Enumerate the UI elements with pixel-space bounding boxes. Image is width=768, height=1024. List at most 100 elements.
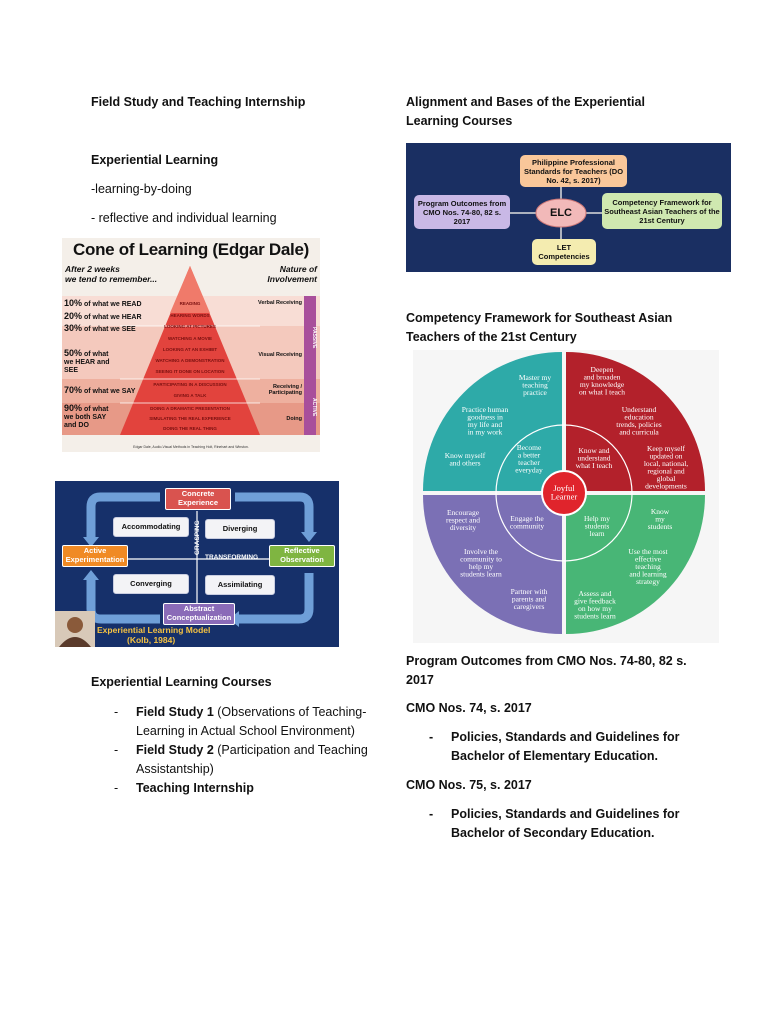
cone-left-header-line: we tend to remember... <box>65 274 158 284</box>
elc-competency-framework-node: Competency Framework for Southeast Asian… <box>602 193 722 229</box>
elc-program-outcomes-node: Program Outcomes from CMO Nos. 74-80, 82… <box>414 195 510 229</box>
cmo75-item-line: Bachelor of Secondary Education. <box>451 826 655 840</box>
cone-right-header: Nature of Involvement <box>267 264 317 284</box>
cone-nature: Doing <box>286 416 302 422</box>
course-name: Field Study 2 <box>136 743 214 757</box>
quadrant-teal <box>423 352 562 491</box>
alignment-title-line: Learning Courses <box>406 114 513 128</box>
course-detail: Learning in Actual School Environment) <box>136 724 355 738</box>
cone-triangle <box>120 266 316 435</box>
cmo74-item: Policies, Standards and Guidelines for B… <box>451 728 680 766</box>
abstract-conceptualization-box: Abstract Conceptualization <box>163 603 235 625</box>
alignment-title-line: Alignment and Bases of the Experiential <box>406 95 645 109</box>
program-outcomes-title: Program Outcomes from CMO Nos. 74-80, 82… <box>406 652 687 690</box>
course-name: Teaching Internship <box>136 781 254 795</box>
experiential-learning-heading: Experiential Learning <box>91 153 219 167</box>
cone-level: DOING THE REAL THING <box>163 426 217 431</box>
alignment-title: Alignment and Bases of the Experiential … <box>406 93 645 131</box>
cmo75-heading: CMO Nos. 75, s. 2017 <box>406 778 532 792</box>
cone-title: Cone of Learning (Edgar Dale) <box>73 240 309 259</box>
el-line-1: -learning-by-doing <box>91 182 192 196</box>
inner-ring <box>495 424 633 562</box>
cone-level: LOOKING AT AN EXHIBIT <box>162 347 218 352</box>
elc-pps-node: Philippine Professional Standards for Te… <box>520 155 627 187</box>
course-detail: (Participation and Teaching <box>213 743 368 757</box>
cone-percent: 30% of what we SEE <box>64 323 136 334</box>
cone-level: PARTICIPATING IN A DISCUSSION <box>153 382 227 387</box>
cone-nature: Verbal Receiving <box>257 300 302 306</box>
concrete-experience-box: Concrete Experience <box>165 488 231 510</box>
quadrant-green <box>566 495 705 634</box>
cone-percent: 50% of what we HEAR and SEE <box>64 348 110 375</box>
doc-title: Field Study and Teaching Internship <box>91 95 306 109</box>
kolb-caption-line: (Kolb, 1984) <box>127 635 176 645</box>
cmo74-item-line: Bachelor of Elementary Education. <box>451 749 658 763</box>
cmo74-item-line: Policies, Standards and Guidelines for <box>451 730 680 744</box>
transforming-label: TRANSFORMING <box>205 554 259 561</box>
cone-right-header-line: Involvement <box>267 274 317 284</box>
elc-let-node: LET Competencies <box>532 239 596 265</box>
course-item: Field Study 1 (Observations of Teaching-… <box>136 703 376 741</box>
cone-level: SIMULATING THE REAL EXPERIENCE <box>149 416 231 421</box>
el-line-2: - reflective and individual learning <box>91 211 277 225</box>
kolb-model-figure: Concrete Experience Reflective Observati… <box>55 481 339 647</box>
cone-level: SEEING IT DONE ON LOCATION <box>155 369 225 374</box>
cone-left-header: After 2 weeks we tend to remember... <box>65 264 157 284</box>
cone-percent: 20% of what we HEAR <box>64 311 142 322</box>
cone-of-learning-figure: Cone of Learning (Edgar Dale) After 2 we… <box>62 238 320 452</box>
elc-connectors <box>510 187 602 239</box>
cone-right-header-line: Nature of <box>279 264 317 274</box>
kolb-caption: Experiential Learning Model (Kolb, 1984) <box>97 625 210 645</box>
cone-side-active: ACTIVE <box>311 397 317 417</box>
cmo74-heading: CMO Nos. 74, s. 2017 <box>406 701 532 715</box>
kolb-caption-line: Experiential Learning Model <box>97 625 211 635</box>
cone-level: DOING A DRAMATIC PRESENTATION <box>150 406 230 411</box>
grasping-label: GRASPING <box>194 520 201 555</box>
cone-nature: Visual Receiving <box>258 352 302 358</box>
author-photo <box>55 611 95 647</box>
assimilating-box: Assimilating <box>205 575 275 595</box>
po-title-line: 2017 <box>406 673 434 687</box>
course-name: Field Study 1 <box>136 705 214 719</box>
author-portrait-icon <box>59 617 91 647</box>
po-title-line: Program Outcomes from CMO Nos. 74-80, 82… <box>406 654 687 668</box>
reflective-observation-box: Reflective Observation <box>269 545 335 567</box>
cone-nature: Receiving / Participating <box>268 384 302 396</box>
quadrant-red <box>566 352 705 491</box>
cmo74-dash: - <box>429 730 434 744</box>
cone-level: READING <box>179 301 201 306</box>
cone-source: Edgar Dale, Audio-Visual Methods in Teac… <box>133 445 249 449</box>
course-item: Field Study 2 (Participation and Teachin… <box>136 741 376 779</box>
cone-percent: 90% of what we both SAY and DO <box>64 403 109 430</box>
cone-side-passive: PASSIVE <box>311 327 317 349</box>
accommodating-box: Accommodating <box>113 517 189 537</box>
course-bullet: - <box>114 781 119 795</box>
quadrant-purple <box>423 495 562 634</box>
course-detail: (Observations of Teaching- <box>213 705 367 719</box>
cone-level: WATCHING A MOVIE <box>167 336 213 341</box>
cmo75-item-line: Policies, Standards and Guidelines for <box>451 807 680 821</box>
cone-level: LOOKING AT PICTURES <box>164 324 216 329</box>
course-bullet: - <box>114 705 119 719</box>
elc-diagram: Philippine Professional Standards for Te… <box>406 143 731 272</box>
cf-title-line: Teachers of the 21st Century <box>406 330 577 344</box>
course-detail: Assistantship) <box>136 762 214 776</box>
cone-level: GIVING A TALK <box>173 393 207 398</box>
cf-title-line: Competency Framework for Southeast Asian <box>406 311 673 325</box>
